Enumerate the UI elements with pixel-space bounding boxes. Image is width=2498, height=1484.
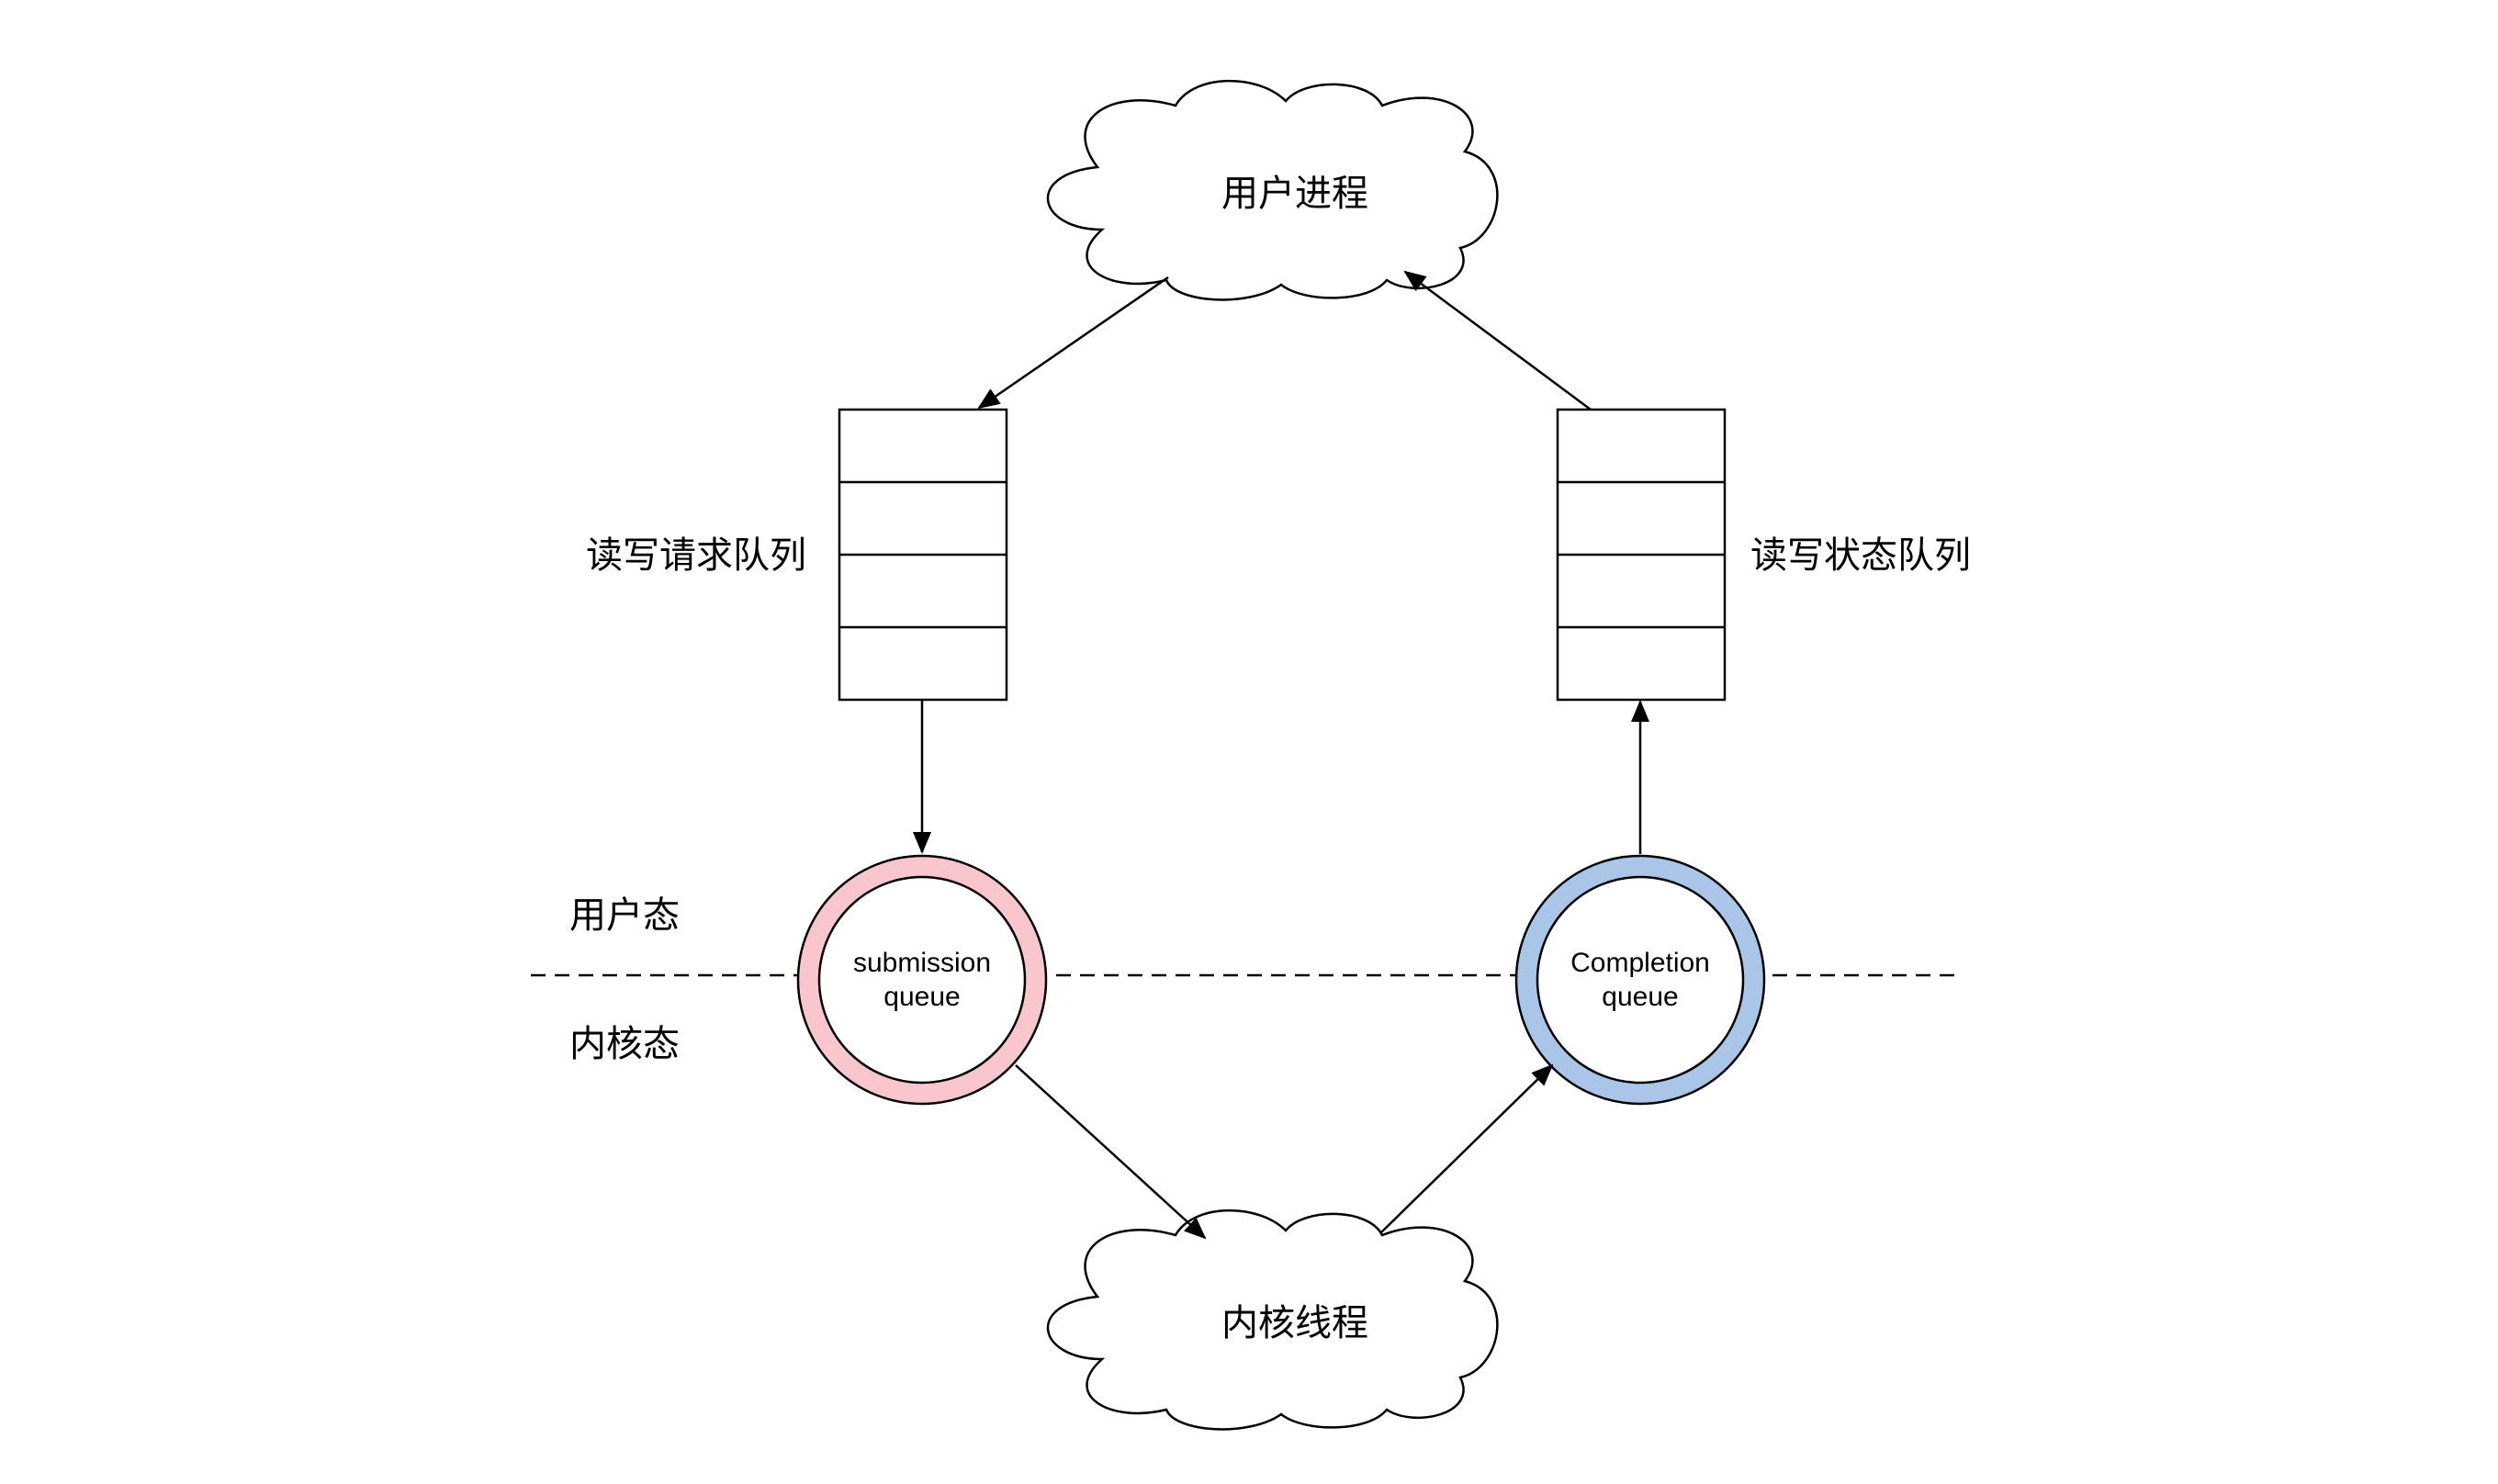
user-process-cloud: 用户进程 <box>1046 79 1499 301</box>
status-queue-stack <box>1556 408 1727 702</box>
arrow-status-queue-to-user <box>1403 270 1592 411</box>
submission-queue-line1: submission <box>853 948 991 978</box>
completion-queue-line2: queue <box>1602 982 1678 1012</box>
kernel-thread-cloud: 内核线程 <box>1046 1209 1499 1431</box>
arrow-submission-to-kernel-thread <box>1015 1064 1207 1240</box>
request-queue-stack <box>838 408 1008 702</box>
completion-queue-line1: Completion <box>1570 948 1710 978</box>
completion-queue-ring: Completion queue <box>1514 854 1766 1106</box>
status-queue-label: 读写状态队列 <box>1750 534 1971 577</box>
kernel-space-label: 内核态 <box>569 1023 680 1065</box>
arrow-kernel-thread-to-completion <box>1380 1063 1554 1233</box>
arrow-user-to-request-queue <box>977 275 1169 410</box>
kernel-thread-label: 内核线程 <box>1221 1302 1368 1344</box>
submission-queue-line2: queue <box>883 982 960 1012</box>
user-space-label: 用户态 <box>569 894 680 937</box>
submission-queue-ring: submission queue <box>796 854 1048 1106</box>
user-process-label: 用户进程 <box>1221 173 1368 215</box>
request-queue-label: 读写请求队列 <box>586 534 806 577</box>
